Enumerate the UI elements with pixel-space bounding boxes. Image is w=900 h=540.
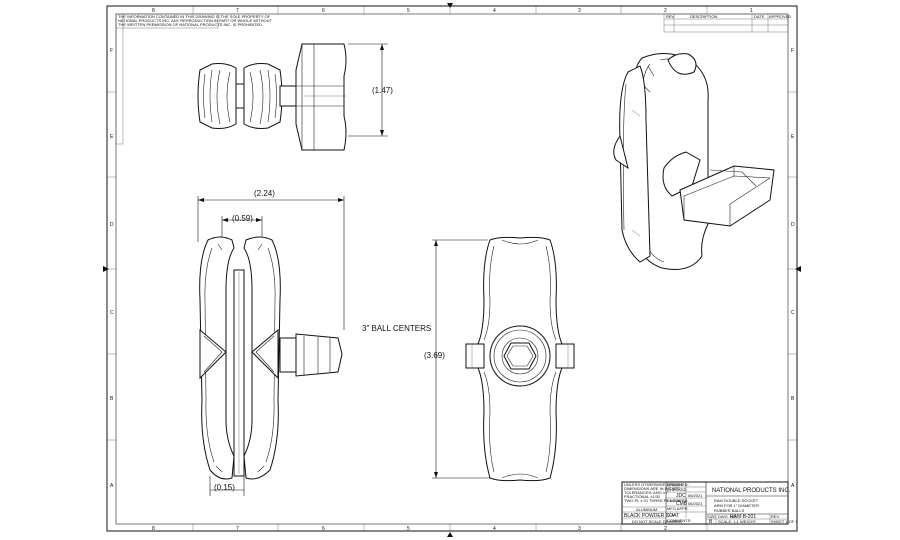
dimension-text: (0.15) [214,483,235,492]
row-label: C [110,310,114,316]
left-margin-strip [115,13,124,145]
field-label: ENG APPR. [667,498,689,503]
size-label: SIZE [707,514,716,519]
col-label: 8 [152,8,155,14]
dwg-label: DWG. NO. [718,514,737,519]
field-label: DRAWN [667,482,682,487]
company-name: NATIONAL PRODUCTS INC. [712,488,791,494]
dimension-text: (1.47) [372,86,393,95]
back-view: (3.69) [424,236,575,482]
row-label: A [791,483,795,489]
dimension-height-top: (1.47) [348,43,393,137]
zone-labels: 8 7 6 5 4 3 2 1 8 7 6 5 4 3 2 F E D C B … [110,8,795,532]
material-value: ALUMINUM [636,507,657,512]
drawing-frame [103,3,801,537]
ball-centers-note: 3" BALL CENTERS [362,324,431,333]
row-label: F [110,48,113,54]
title-line: ARM FOR 1" DIAMETER [714,503,759,508]
rev-header: DESCRIPTION [690,14,717,19]
revision-block: REV DESCRIPTION DATE APPROVED [663,13,791,33]
col-label: 8 [152,526,155,532]
col-label: 2 [664,526,667,532]
rev-header: APPROVED [769,14,791,19]
drawn-date: 06/2021 [688,493,703,498]
row-label: B [110,396,114,402]
drawn-initials: JDC [676,493,686,499]
no-scale-note: DO NOT SCALE DRAWING [632,519,682,524]
row-label: F [791,48,794,54]
notice-line: THE INFORMATION CONTAINED IN THIS DRAWIN… [118,14,271,19]
col-label: 7 [236,8,239,14]
checked-date: 06/2021 [688,501,703,506]
dimension-text: (0.59) [232,214,253,223]
dimension-text: (3.69) [424,351,445,360]
col-label: 6 [322,8,325,14]
weight-label: WEIGHT: [740,519,757,524]
rev-header: REV [666,14,675,19]
col-label: 3 [578,526,581,532]
center-mark-right [795,266,801,272]
checked-initials: CMB [676,501,688,507]
col-label: 7 [236,526,239,532]
isometric-view [613,53,775,270]
finish-value: BLACK POWDER COAT [624,513,679,519]
row-label: D [110,222,114,228]
col-label: 3 [578,8,581,14]
row-label: C [791,310,795,316]
col-label: 2 [664,8,667,14]
tolerance-line: DIMENSIONS ARE IN INCHES [624,486,680,491]
col-label: 5 [407,526,410,532]
sheet-label: SHEET 1 OF 1 [771,519,798,524]
row-label: A [110,483,114,489]
rev-header: DATE [754,14,765,19]
scale-label: SCALE: 1:1 [718,519,740,524]
row-label: E [110,134,114,140]
top-view [197,43,347,151]
row-label: E [791,134,795,140]
row-label: B [791,396,795,402]
title-line: RAM DOUBLE SOCKET [714,498,759,503]
tolerance-line: TOLERANCES: ANG ±1° [624,490,669,495]
title-line: RUBBER BALLS [714,508,745,513]
row-label: D [791,222,795,228]
dimension-text: (2.24) [254,189,275,198]
col-label: 4 [493,526,496,532]
tolerance-line: FRACTIONAL ±1/32 [624,494,661,499]
field-label: MFG APPR. [667,506,689,511]
center-mark-bottom [447,532,453,537]
title-block: UNLESS OTHERWISE SPECIFIED: DIMENSIONS A… [621,481,798,525]
front-view: (2.24) (0.59) (0.15) [197,189,345,496]
tolerance-line: UNLESS OTHERWISE SPECIFIED: [624,482,689,487]
col-label: 6 [322,526,325,532]
col-label: 1 [750,8,753,14]
proprietary-notice: THE INFORMATION CONTAINED IN THIS DRAWIN… [115,13,272,29]
part-number: RAM-B-201 [730,514,756,520]
center-mark-left [103,266,109,272]
field-label: Q.A. [667,512,675,517]
size-value: B [709,519,713,525]
col-label: 4 [493,8,496,14]
tolerance-line: TWO PL ±.01 THREE PL ±.005 [624,498,680,503]
notice-line: THE WRITTEN PERMISSION OF NATIONAL PRODU… [118,22,263,27]
notice-line: NATIONAL PRODUCTS INC. ANY REPRODUCTION … [118,18,272,23]
col-label: 5 [407,8,410,14]
rev-label: REV [771,514,780,519]
field-label: COMMENTS: [667,518,691,523]
field-label: CHECKED [667,487,687,492]
center-mark-top [447,3,453,8]
